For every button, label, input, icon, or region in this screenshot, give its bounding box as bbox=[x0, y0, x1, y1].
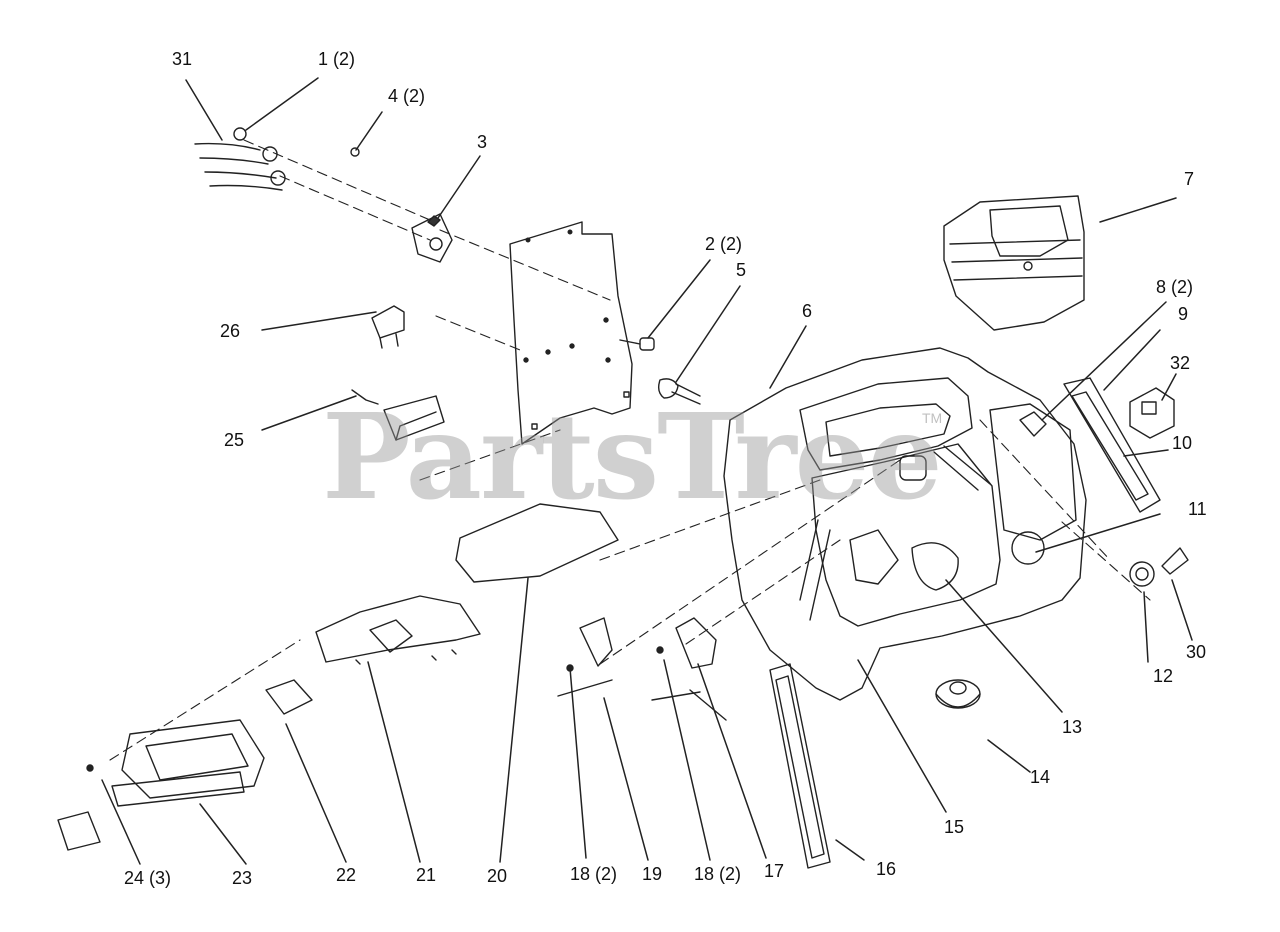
callout-15: 15 bbox=[944, 817, 965, 837]
callout-12: 12 bbox=[1153, 666, 1174, 686]
small-bracket-parts bbox=[351, 305, 445, 441]
callout-11: 11 bbox=[1188, 499, 1207, 519]
bolt-and-bushing-parts bbox=[619, 337, 701, 405]
gasket-strip-part bbox=[769, 663, 831, 869]
callout-19: 19 bbox=[642, 864, 663, 884]
callout-22: 22 bbox=[336, 865, 357, 885]
callout-2: 2 (2) bbox=[705, 234, 743, 254]
console-housing-part bbox=[723, 347, 1087, 701]
callout-16: 16 bbox=[876, 859, 897, 879]
callout-7: 7 bbox=[1184, 169, 1195, 189]
callout-20: 20 bbox=[487, 866, 508, 886]
callout-24: 24 (3) bbox=[124, 868, 172, 888]
callout-3: 3 bbox=[477, 132, 488, 152]
callout-18-right: 18 (2) bbox=[694, 864, 742, 884]
callout-6: 6 bbox=[802, 301, 813, 321]
dashed-alignment-lines bbox=[109, 139, 1151, 761]
callout-30: 30 bbox=[1186, 642, 1207, 662]
switch-panel-parts bbox=[1019, 377, 1175, 513]
callout-18-left: 18 (2) bbox=[570, 864, 618, 884]
callout-23: 23 bbox=[232, 868, 253, 888]
boot-cover-part bbox=[943, 195, 1085, 331]
callout-10: 10 bbox=[1172, 433, 1193, 453]
callout-25: 25 bbox=[224, 430, 245, 450]
linkage-parts bbox=[557, 617, 727, 721]
callout-1: 1 (2) bbox=[318, 49, 356, 69]
callout-13: 13 bbox=[1062, 717, 1083, 737]
callout-31: 31 bbox=[172, 49, 193, 69]
lower-control-parts bbox=[57, 679, 313, 851]
callout-26: 26 bbox=[220, 321, 241, 341]
knob-and-key-parts bbox=[911, 542, 1189, 709]
mounting-plate-part bbox=[509, 221, 633, 445]
handle-shroud-parts bbox=[315, 503, 619, 665]
callout-9: 9 bbox=[1178, 304, 1189, 324]
callout-4: 4 (2) bbox=[388, 86, 426, 106]
callout-14: 14 bbox=[1030, 767, 1051, 787]
callout-32: 32 bbox=[1170, 353, 1191, 373]
hinge-bracket-part bbox=[194, 127, 453, 263]
callout-21: 21 bbox=[416, 865, 437, 885]
callout-8: 8 (2) bbox=[1156, 277, 1194, 297]
callout-5: 5 bbox=[736, 260, 747, 280]
callout-17: 17 bbox=[764, 861, 785, 881]
trademark-mark: TM bbox=[922, 410, 943, 426]
leader-lines bbox=[101, 77, 1193, 865]
